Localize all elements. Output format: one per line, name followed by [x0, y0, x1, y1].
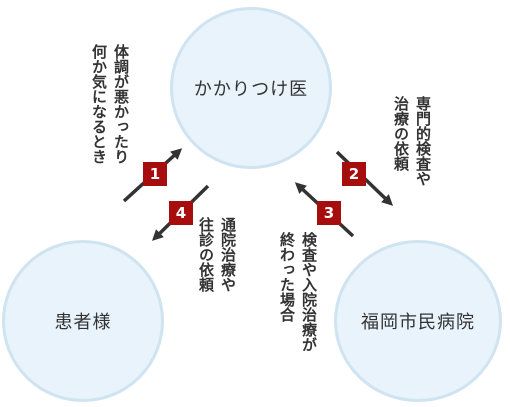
- step-2-text: 専門的検査や 治療の依頼: [392, 96, 432, 186]
- patient-label: 患者様: [54, 312, 112, 333]
- hospital-label: 福岡市民病院: [361, 312, 475, 333]
- family-doctor-node: かかりつけ医: [170, 7, 332, 169]
- hospital-node: 福岡市民病院: [334, 240, 502, 402]
- step-1-badge: 1: [143, 162, 167, 186]
- step-3-badge: 3: [317, 201, 341, 225]
- step-1-text: 体調が悪かったり 何か気になるとき: [90, 44, 130, 164]
- step-2-badge: 2: [342, 162, 366, 186]
- step-4-text: 通院治療や 往診の依頼: [197, 217, 237, 292]
- family-doctor-label: かかりつけ医: [193, 79, 309, 100]
- step-4-badge: 4: [169, 201, 193, 225]
- patient-node: 患者様: [2, 240, 164, 402]
- step-3-text: 検査や入院治療が 終わった場合: [278, 232, 318, 352]
